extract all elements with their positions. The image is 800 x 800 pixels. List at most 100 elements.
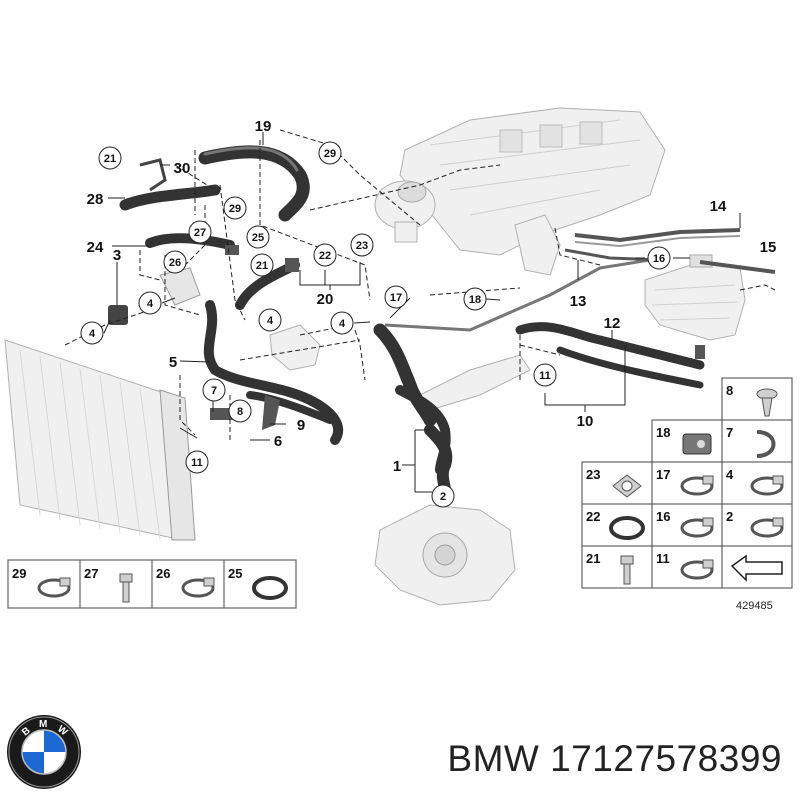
svg-text:8: 8 (726, 383, 733, 398)
brand-name: BMW (447, 738, 540, 779)
callout-2: 2 (431, 484, 455, 508)
legend-cell-25: 25 (223, 559, 297, 609)
svg-text:23: 23 (356, 240, 368, 252)
svg-text:26: 26 (169, 257, 181, 269)
legend-cell-18: 18 (651, 419, 723, 463)
legend-cell-11: 11 (651, 545, 723, 589)
svg-text:7: 7 (726, 425, 733, 440)
svg-text:26: 26 (156, 566, 170, 581)
callout-13: 13 (570, 293, 587, 310)
svg-text:4: 4 (339, 318, 346, 330)
callout-4: 4 (258, 308, 282, 332)
legend-bottom: 29 27 26 25 (7, 559, 297, 609)
callout-27: 27 (188, 220, 212, 244)
callout-10: 10 (577, 413, 594, 430)
callout-9: 9 (297, 417, 305, 434)
svg-text:2: 2 (726, 509, 733, 524)
callout-4: 4 (138, 291, 162, 315)
callout-29: 29 (318, 141, 342, 165)
callout-19: 19 (255, 118, 272, 135)
callout-25: 25 (246, 225, 270, 249)
svg-text:1: 1 (393, 458, 401, 475)
svg-text:21: 21 (256, 260, 268, 272)
svg-text:7: 7 (211, 385, 217, 397)
svg-text:19: 19 (255, 118, 272, 135)
svg-text:21: 21 (586, 551, 600, 566)
legend-cell-16: 16 (651, 503, 723, 547)
legend-cell-2: 2 (721, 503, 793, 547)
svg-text:4: 4 (147, 298, 154, 310)
callout-11: 11 (533, 363, 557, 387)
callout-21: 21 (250, 253, 274, 277)
callout-24: 24 (87, 239, 104, 256)
svg-text:22: 22 (586, 509, 600, 524)
callout-5: 5 (169, 354, 177, 371)
callout-11: 11 (185, 450, 209, 474)
svg-text:14: 14 (710, 198, 727, 215)
thermostat-housing (374, 180, 436, 243)
svg-text:27: 27 (194, 227, 206, 239)
hoses (119, 145, 776, 496)
bmw-logo: B M W (7, 715, 81, 789)
svg-text:4: 4 (267, 315, 274, 327)
svg-text:17: 17 (656, 467, 670, 482)
svg-text:29: 29 (12, 566, 26, 581)
svg-text:18: 18 (469, 294, 481, 306)
dashed-lines (64, 129, 776, 440)
svg-text:11: 11 (539, 370, 551, 382)
callout-23: 23 (350, 233, 374, 257)
radiator (4, 339, 196, 541)
legend-cell-26: 26 (151, 559, 225, 609)
clamps (108, 245, 705, 430)
svg-text:17: 17 (390, 292, 402, 304)
legend-cell-17: 17 (651, 461, 723, 505)
legend-cell-23: 23 (581, 461, 653, 505)
svg-text:24: 24 (87, 239, 104, 256)
svg-text:2: 2 (440, 491, 446, 503)
svg-text:21: 21 (104, 153, 116, 165)
svg-text:25: 25 (252, 232, 264, 244)
svg-text:M: M (39, 719, 47, 730)
legend-cell-27: 27 (79, 559, 153, 609)
svg-text:11: 11 (656, 551, 670, 566)
callout-14: 14 (710, 198, 727, 215)
svg-text:27: 27 (84, 566, 98, 581)
part-title: BMW 17127578399 (447, 738, 782, 780)
svg-text:9: 9 (297, 417, 305, 434)
svg-text:13: 13 (570, 293, 587, 310)
callout-4: 4 (80, 321, 104, 345)
water-pump (374, 504, 516, 606)
svg-text:16: 16 (653, 253, 665, 265)
callout-22: 22 (313, 243, 337, 267)
callout-20: 20 (317, 291, 334, 308)
svg-text:29: 29 (324, 148, 336, 160)
callout-16: 16 (647, 246, 671, 270)
svg-text:4: 4 (89, 328, 96, 340)
callout-8: 8 (228, 399, 252, 423)
callout-17: 17 (384, 285, 408, 309)
svg-text:5: 5 (169, 354, 177, 371)
part-number: 17127578399 (550, 738, 782, 779)
svg-text:25: 25 (228, 566, 242, 581)
legend-cell-22: 22 (581, 503, 653, 547)
callout-15: 15 (760, 239, 777, 256)
callout-29: 29 (223, 196, 247, 220)
svg-text:29: 29 (229, 203, 241, 215)
diagram-code: 429485 (736, 600, 773, 612)
legend-cell-21: 21 (581, 545, 653, 589)
pipe-bracket (419, 354, 531, 411)
svg-text:12: 12 (604, 315, 621, 332)
callout-18: 18 (463, 287, 487, 311)
svg-text:22: 22 (319, 250, 331, 262)
callout-28: 28 (87, 191, 104, 208)
svg-text:8: 8 (237, 406, 243, 418)
svg-text:15: 15 (760, 239, 777, 256)
svg-text:28: 28 (87, 191, 104, 208)
svg-text:30: 30 (174, 160, 191, 177)
svg-text:20: 20 (317, 291, 334, 308)
legend-cell-29: 29 (7, 559, 81, 609)
callout-7: 7 (202, 378, 226, 402)
svg-text:3: 3 (113, 247, 121, 264)
